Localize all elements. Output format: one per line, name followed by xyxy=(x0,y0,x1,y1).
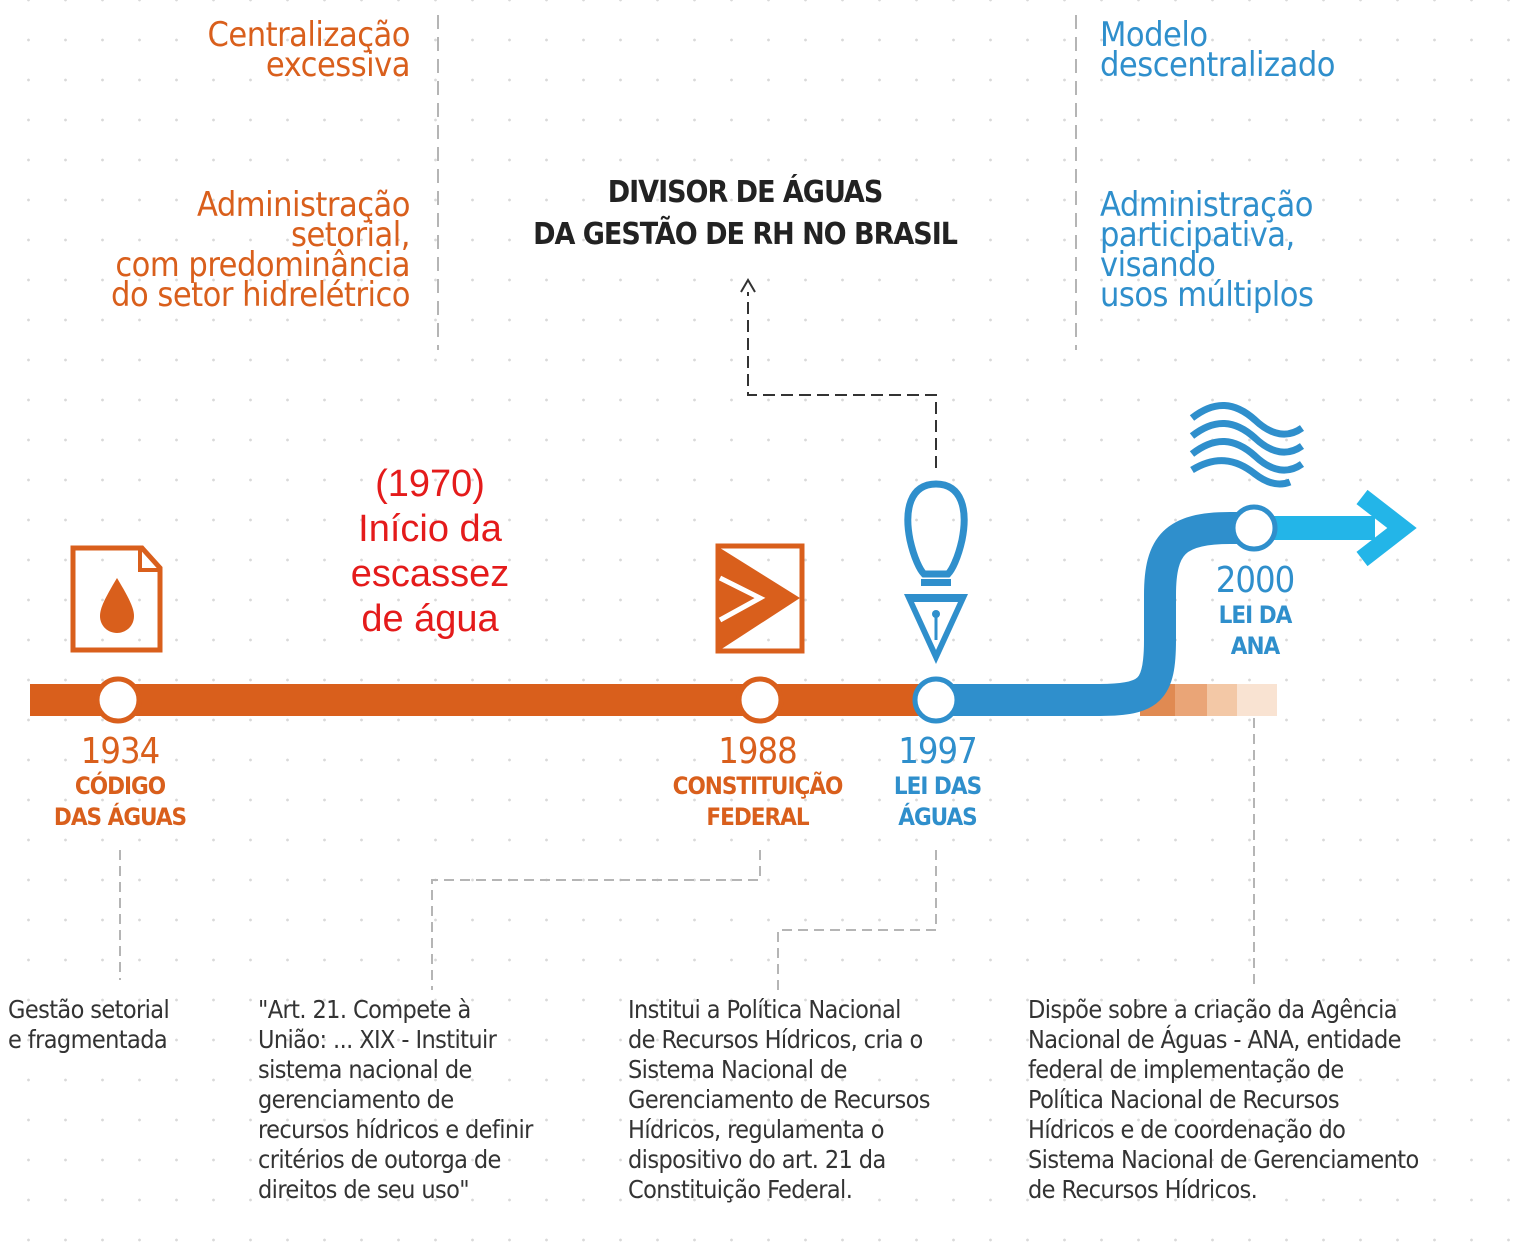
divisor-arrowhead-icon xyxy=(740,278,756,293)
milestone-2000-description: Dispõe sobre a criação da Agência Nacion… xyxy=(1028,995,1419,1204)
milestone-1997-description: Institui a Política Nacional de Recursos… xyxy=(628,995,930,1204)
right-era-subtitle-line: visando xyxy=(1100,245,1216,285)
milestone-1988-description: "Art. 21. Compete à União: ... XIX - Ins… xyxy=(258,995,533,1204)
right-era-title-line: Modelo xyxy=(1100,15,1208,55)
right-era-subtitle-line: participativa, xyxy=(1100,215,1295,255)
left-era-subtitle-line: com predominância xyxy=(115,245,410,285)
node-1997 xyxy=(912,676,960,724)
milestone-law: CÓDIGO xyxy=(74,772,166,800)
right-era-title: Modelo descentralizado xyxy=(1100,15,1335,85)
milestone-2000-label: 2000 LEI DA ANA xyxy=(1195,562,1315,662)
milestone-law: LEI DAS xyxy=(893,772,982,800)
node-2000 xyxy=(1230,504,1278,552)
left-era-subtitle: Administração setorial, com predominânci… xyxy=(111,185,410,315)
annotation-line: Início da xyxy=(358,508,502,550)
milestone-law: ÁGUAS xyxy=(898,803,977,831)
left-era-subtitle-line: setorial, xyxy=(291,215,410,255)
milestone-law: LEI DA xyxy=(1218,601,1293,629)
left-era-title-line: Centralização xyxy=(207,15,411,55)
left-era-title: Centralização excessiva xyxy=(207,15,411,85)
divisor-title-line: DA GESTÃO DE RH NO BRASIL xyxy=(533,217,958,252)
timeline-curve-blue xyxy=(940,512,1260,716)
node-1934 xyxy=(94,676,142,724)
divisor-title-line: DIVISOR DE ÁGUAS xyxy=(607,175,884,210)
left-era-title-line: excessiva xyxy=(265,45,411,85)
milestone-year: 1988 xyxy=(718,731,797,772)
left-era-subtitle-line: do setor hidrelétrico xyxy=(111,275,410,315)
left-era-subtitle-line: Administração xyxy=(197,185,410,225)
right-era-title-line: descentralizado xyxy=(1100,45,1335,85)
milestone-year: 1934 xyxy=(80,731,160,772)
milestone-year: 2000 xyxy=(1215,560,1295,601)
milestone-1934-label: 1934 CÓDIGO DAS ÁGUAS xyxy=(30,733,210,833)
right-era-subtitle: Administração participativa, visando uso… xyxy=(1100,185,1314,315)
milestone-year: 1997 xyxy=(898,731,977,772)
milestone-law: DAS ÁGUAS xyxy=(53,803,187,831)
milestone-law: ANA xyxy=(1230,632,1281,660)
fountain-pen-icon xyxy=(904,480,968,664)
right-era-subtitle-line: usos múltiplos xyxy=(1100,275,1314,315)
right-era-subtitle-line: Administração xyxy=(1100,185,1313,225)
milestone-1997-label: 1997 LEI DAS ÁGUAS xyxy=(875,733,1000,833)
annotation-line: escassez xyxy=(350,553,510,595)
constitution-document-icon xyxy=(715,543,805,654)
node-1988 xyxy=(736,676,784,724)
scarcity-annotation: (1970) Início da escassez de água xyxy=(300,462,560,642)
timeline-bar-orange xyxy=(30,684,940,716)
future-arrow-icon xyxy=(1356,489,1417,567)
ana-waves-logo-icon xyxy=(1189,402,1305,488)
milestone-law: FEDERAL xyxy=(706,803,809,831)
annotation-line: (1970) xyxy=(375,463,485,505)
divisor-title: DIVISOR DE ÁGUAS DA GESTÃO DE RH NO BRAS… xyxy=(450,172,1040,256)
annotation-line: de água xyxy=(361,598,499,640)
milestone-law: CONSTITUIÇÃO xyxy=(672,772,844,800)
milestone-1934-description: Gestão setorial e fragmentada xyxy=(8,995,170,1054)
milestone-1988-label: 1988 CONSTITUIÇÃO FEDERAL xyxy=(650,733,865,833)
water-drop-document-icon xyxy=(70,545,163,653)
divisor-connector xyxy=(747,292,937,468)
